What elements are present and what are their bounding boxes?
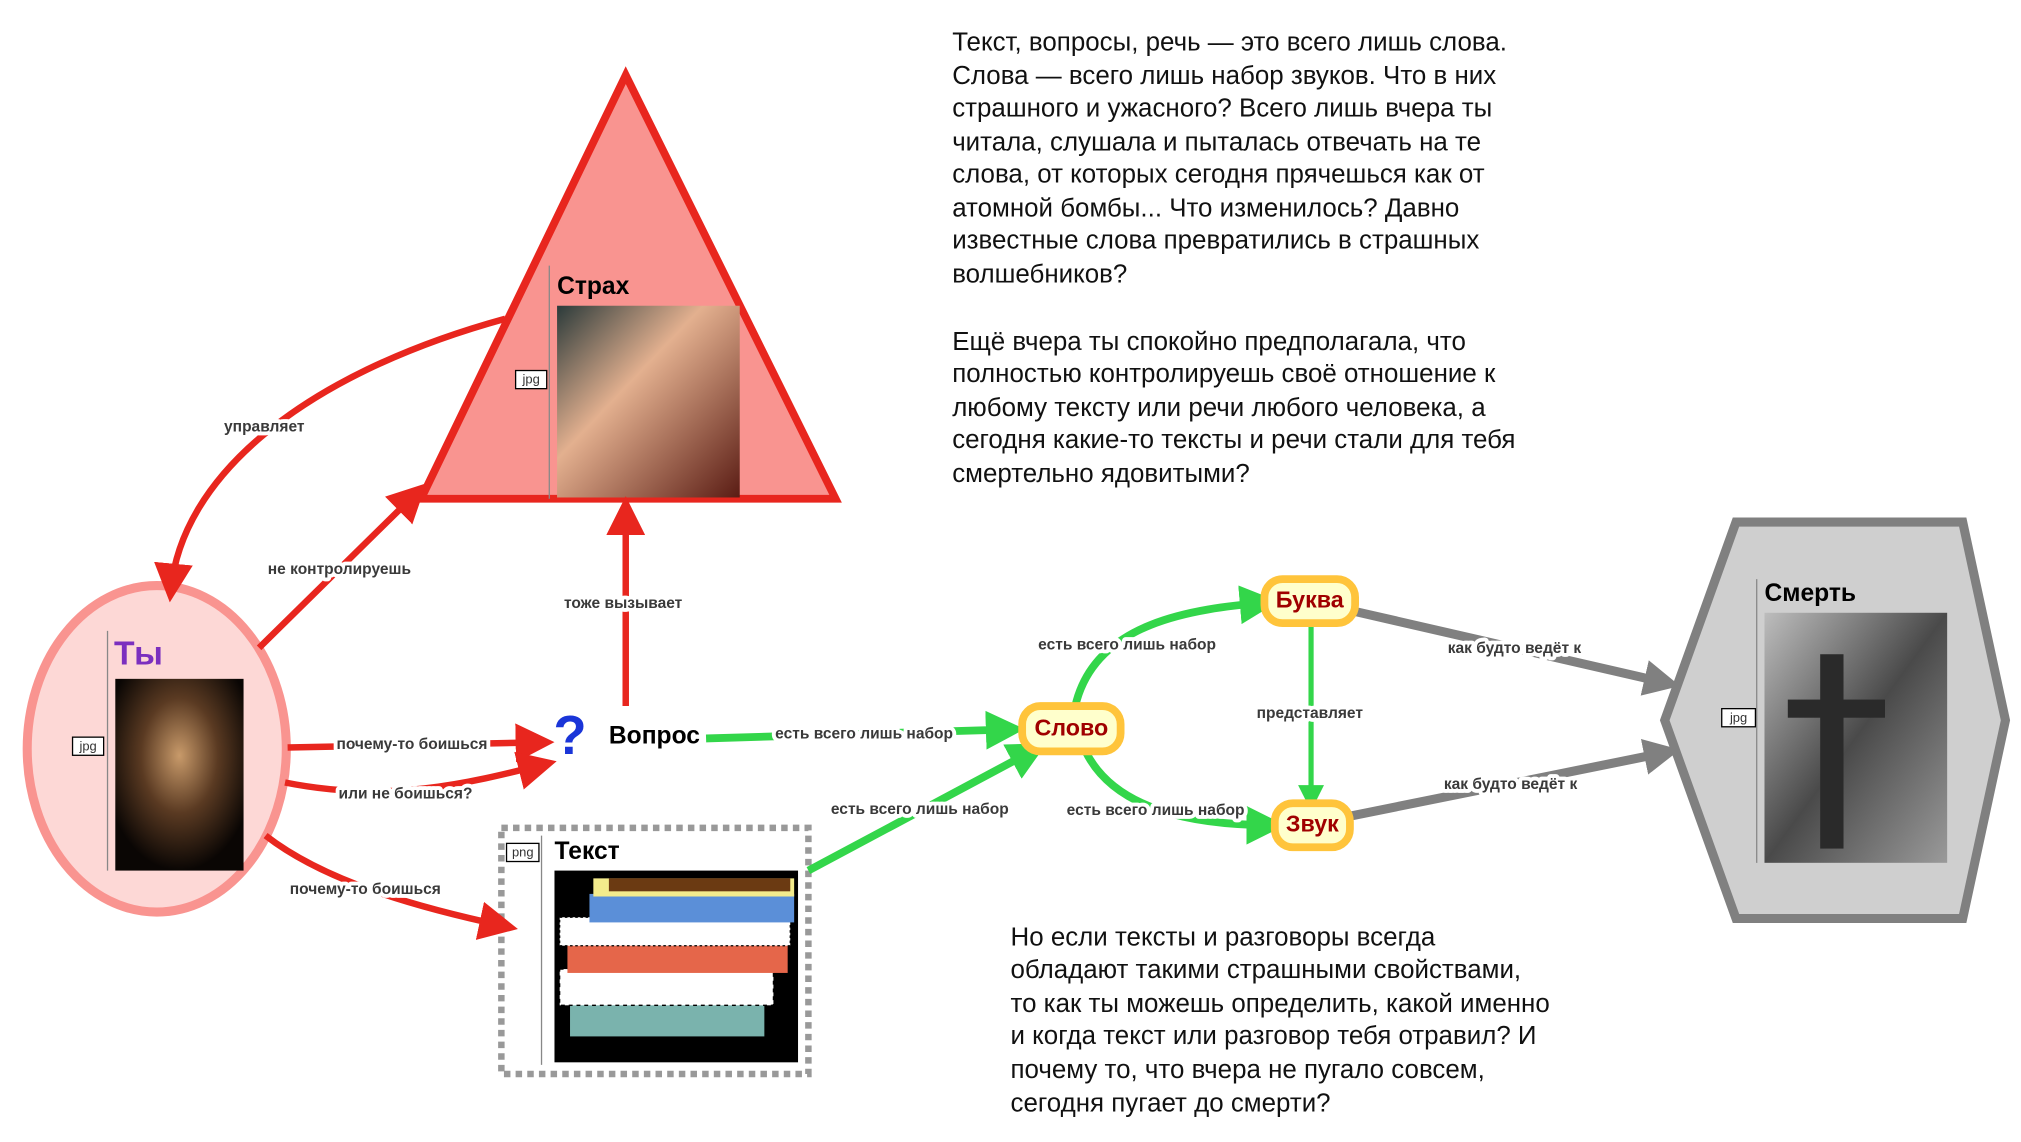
node-title: Ты — [114, 636, 163, 673]
node-death[interactable]: Смерть jpg — [1659, 517, 2011, 924]
edge-controls[interactable] — [154, 315, 507, 603]
edge-word-sound[interactable] — [1082, 749, 1286, 845]
node-you[interactable]: Ты jpg — [22, 581, 291, 917]
edge-label: или не боишься? — [339, 785, 473, 802]
edge-label: как будто ведёт к — [1448, 640, 1582, 657]
text-line: волшебников? — [952, 260, 1127, 288]
cross-image[interactable] — [1764, 612, 1948, 863]
edge-label: почему-то боишься — [336, 736, 487, 753]
text-line: читала, слушала и пыталась отвечать на т… — [952, 128, 1481, 156]
node-text[interactable]: Текст png — [498, 824, 812, 1078]
paragraph-1: Текст, вопросы, речь — это всего лишь сл… — [952, 29, 1507, 289]
badge-label: jpg — [78, 738, 96, 753]
node-title: Слово — [1034, 715, 1108, 741]
text-line: сегодня какие-то тексты и речи стали для… — [952, 426, 1515, 454]
text-line: смертельно ядовитыми? — [952, 460, 1250, 488]
fear-image[interactable] — [557, 305, 740, 498]
node-title: Буква — [1276, 586, 1345, 612]
node-fear[interactable]: Страх jpg — [414, 66, 842, 503]
node-letter[interactable]: Буква — [1260, 575, 1359, 628]
text-line: Но если тексты и разговоры всегда — [1011, 924, 1436, 952]
node-title: Вопрос — [609, 723, 700, 750]
text-line: атомной бомбы... Что изменилось? Давно — [952, 194, 1459, 222]
text-line: любому тексту или речи любого человека, … — [952, 394, 1486, 422]
jpg-badge — [71, 736, 105, 756]
edge-letter-death[interactable] — [1354, 607, 1681, 696]
text-line: Ещё вчера ты спокойно предполагала, что — [952, 328, 1466, 356]
text-line: страшного и ужасного? Всего лишь вчера т… — [952, 95, 1492, 123]
text-line: почему то, что вчера не пугало совсем, — [1011, 1056, 1485, 1084]
node-sound[interactable]: Звук — [1270, 799, 1354, 852]
node-title: Страх — [557, 273, 630, 300]
text-line: полностью контролируешь своё отношение к — [952, 360, 1496, 388]
node-title: Смерть — [1764, 580, 1856, 607]
text-line: сегодня пугает до смерти? — [1011, 1090, 1331, 1118]
jpg-badge — [1721, 708, 1757, 728]
text-line: слова, от которых сегодня прячешься как … — [952, 161, 1485, 189]
badge-label: jpg — [522, 372, 540, 387]
edge-label: тоже вызывает — [564, 595, 683, 612]
edge-word-letter[interactable] — [1071, 585, 1279, 707]
edge-text-word[interactable] — [806, 743, 1047, 875]
you-image[interactable] — [115, 678, 244, 871]
edge-not-control[interactable] — [256, 483, 427, 651]
edge-or-not[interactable] — [284, 751, 557, 795]
edge-label: есть всего лишь набор — [831, 801, 1009, 818]
edge-fear-question[interactable] — [287, 723, 555, 763]
png-badge — [505, 842, 540, 863]
text-line: обладают такими страшными свойствами, — [1011, 956, 1522, 984]
text-line: Текст, вопросы, речь — это всего лишь сл… — [952, 29, 1507, 57]
node-title: Текст — [554, 838, 619, 865]
edge-label: как будто ведёт к — [1444, 776, 1578, 793]
books-image[interactable] — [554, 870, 799, 1063]
edge-sound-death[interactable] — [1349, 738, 1681, 821]
badge-label: png — [512, 845, 534, 860]
paragraph-3: Но если тексты и разговоры всегда облада… — [1011, 924, 1550, 1118]
node-word[interactable]: Слово — [1018, 702, 1125, 756]
paragraph-2: Ещё вчера ты спокойно предполагала, что … — [952, 328, 1515, 488]
edge-fear-text[interactable] — [263, 833, 518, 940]
text-line: известные слова превратились в страшных — [952, 227, 1479, 255]
red-edges — [154, 315, 646, 940]
badge-label: jpg — [1729, 710, 1747, 725]
text-line: и когда текст или разговор тебя отравил?… — [1011, 1022, 1537, 1050]
edge-label: есть всего лишь набор — [1038, 636, 1216, 653]
question-mark-icon: ? — [553, 705, 586, 766]
edge-label: представляет — [1257, 705, 1364, 722]
cross-bar — [1787, 699, 1885, 718]
edge-question-word[interactable] — [705, 710, 1025, 750]
cross-shape — [1820, 654, 1844, 849]
text-line: то как ты можешь определить, какой именн… — [1011, 990, 1550, 1018]
edge-label: управляет — [224, 419, 305, 436]
text-line: Слова — всего лишь набор звуков. Что в н… — [952, 62, 1496, 90]
edge-label: почему-то боишься — [290, 881, 441, 898]
gray-edges — [1349, 607, 1681, 821]
node-title: Звук — [1286, 810, 1339, 836]
green-edges — [705, 585, 1325, 875]
edge-label: есть всего лишь набор — [1067, 802, 1245, 819]
edge-label: есть всего лишь набор — [775, 726, 953, 743]
edge-label: не контролируешь — [268, 561, 411, 578]
node-question[interactable]: ? Вопрос — [553, 705, 700, 766]
jpg-badge — [514, 369, 548, 390]
